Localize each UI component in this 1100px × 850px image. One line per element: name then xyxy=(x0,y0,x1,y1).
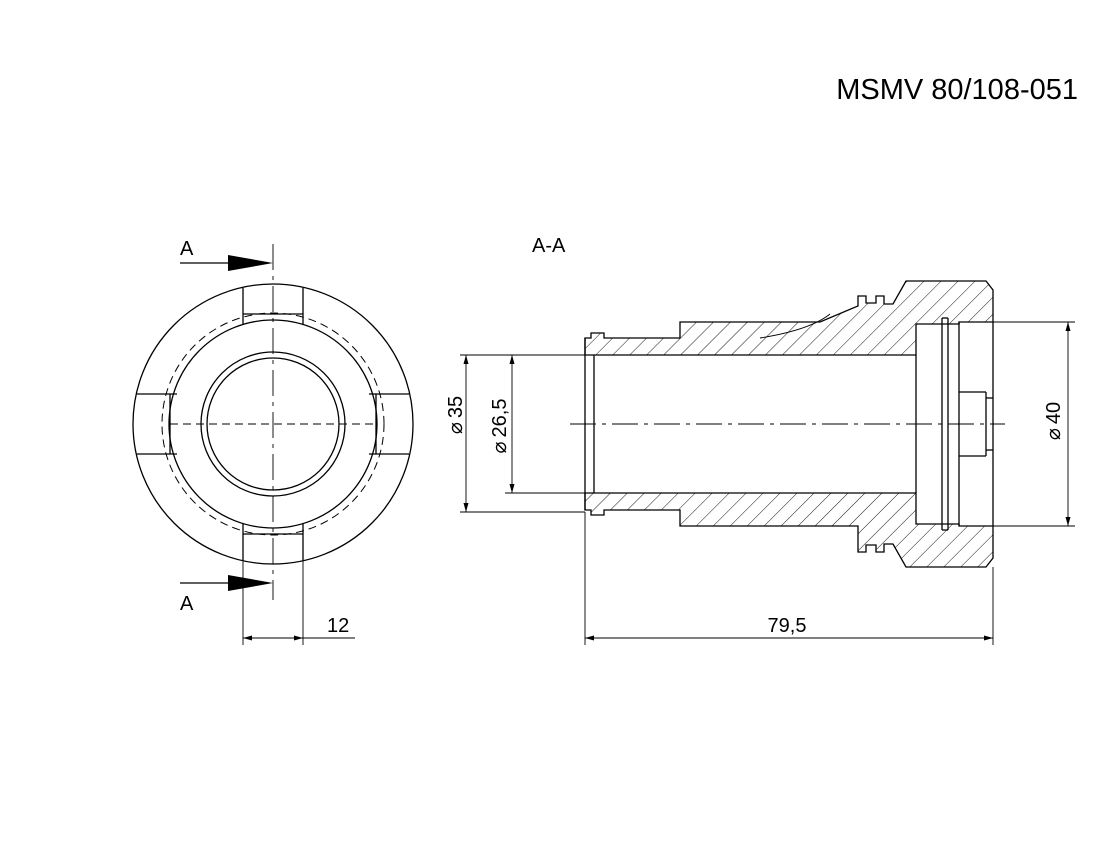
slot-top xyxy=(242,288,304,324)
dim-overall-length-value: 79,5 xyxy=(768,615,807,637)
dim-head-diameter xyxy=(993,321,1075,527)
dim-bore-diameter-value: ⌀26,5 xyxy=(489,399,511,454)
dim-overall-length xyxy=(584,512,994,645)
section-mark-bottom: A xyxy=(180,593,194,615)
dim-outer-diameter xyxy=(460,354,585,513)
slot-right xyxy=(369,393,409,455)
section-mark-top: A xyxy=(180,238,194,260)
section-arrow-top xyxy=(180,255,273,271)
dim-outer-diameter-value: ⌀35 xyxy=(445,396,467,434)
hidden-circle xyxy=(161,312,385,536)
slot-bottom xyxy=(242,524,304,560)
front-view: A A 12 xyxy=(132,238,414,645)
section-view: A-A xyxy=(445,235,1075,645)
taper-line xyxy=(759,313,831,339)
dim-slot-width xyxy=(242,560,355,645)
part-number: MSMV 80/108-051 xyxy=(836,74,1078,106)
section-arrow-bottom xyxy=(180,575,273,591)
dim-head-diameter-value: ⌀40 xyxy=(1043,402,1065,440)
section-label: A-A xyxy=(532,235,566,257)
dim-bore-diameter xyxy=(505,354,585,494)
section-upper-wall xyxy=(584,280,994,356)
section-lower-wall xyxy=(584,492,994,568)
dim-slot-width-value: 12 xyxy=(327,615,349,637)
